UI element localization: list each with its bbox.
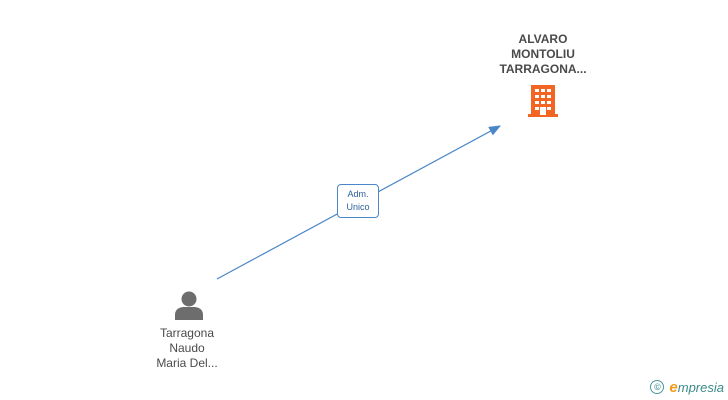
person-name-line-1: Tarragona bbox=[159, 326, 215, 340]
person-name[interactable]: Tarragona Naudo Maria Del... bbox=[127, 326, 247, 371]
person-name-line-3: Maria Del... bbox=[156, 356, 218, 370]
company-name-line-1: ALVARO bbox=[518, 32, 568, 46]
company-name-line-2: MONTOLIU bbox=[511, 47, 575, 61]
person-icon[interactable] bbox=[174, 290, 204, 320]
brand-logo: empresia bbox=[669, 379, 724, 396]
building-icon[interactable] bbox=[528, 84, 558, 118]
person-name-line-2: Naudo bbox=[169, 341, 205, 355]
relationship-badge[interactable]: Adm. Unico bbox=[337, 184, 379, 218]
relationship-label-line-1: Adm. bbox=[347, 189, 369, 199]
brand-logo-e: e bbox=[669, 378, 678, 396]
company-name[interactable]: ALVARO MONTOLIU TARRAGONA... bbox=[478, 32, 608, 77]
brand-logo-text: mpresia bbox=[677, 379, 724, 395]
company-name-line-3: TARRAGONA... bbox=[499, 62, 587, 76]
brand-watermark: © empresia bbox=[650, 378, 724, 396]
relationship-label-line-2: Unico bbox=[346, 202, 370, 212]
copyright-icon: © bbox=[650, 380, 665, 394]
